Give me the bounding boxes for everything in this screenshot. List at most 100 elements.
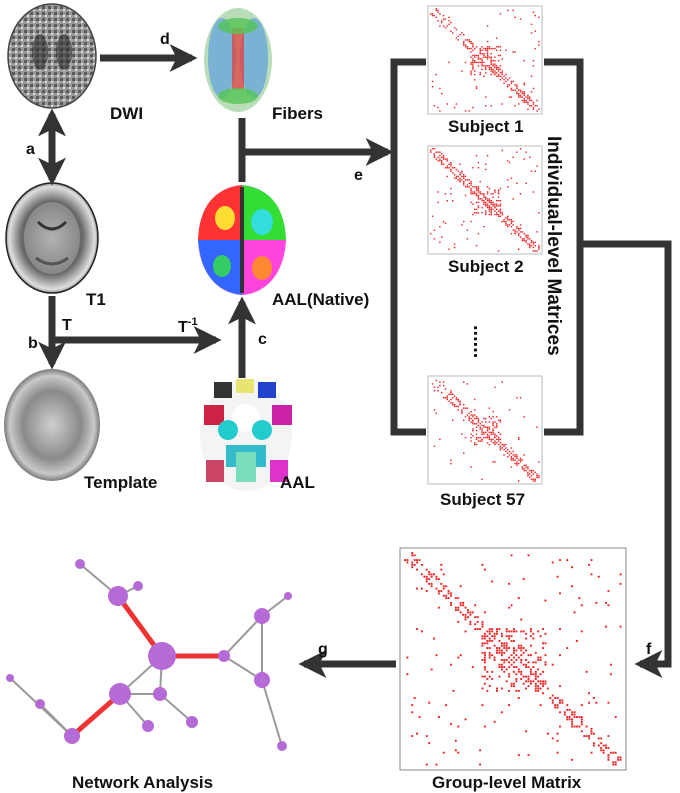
matrix-cell xyxy=(515,654,518,657)
matrix-cell xyxy=(505,217,507,219)
matrix-cell xyxy=(525,632,528,635)
matrix-cell xyxy=(592,742,595,745)
matrix-cell xyxy=(492,60,494,62)
matrix-cell xyxy=(527,475,529,477)
matrix-cell xyxy=(530,91,533,93)
matrix-cell xyxy=(575,725,578,728)
matrix-cell xyxy=(525,182,527,185)
matrix-cell xyxy=(490,200,492,202)
matrix-cell xyxy=(530,241,533,243)
matrix-cell xyxy=(510,635,513,638)
matrix-cell xyxy=(514,232,516,235)
matrix-cell xyxy=(542,692,545,695)
matrix-cell xyxy=(551,701,554,704)
matrix-cell xyxy=(527,473,529,475)
matrix-cell xyxy=(522,663,525,666)
matrix-cell xyxy=(483,682,486,685)
matrix-cell xyxy=(491,630,494,633)
matrix-cell xyxy=(490,203,492,205)
matrix-cell xyxy=(406,656,409,659)
matrix-cell xyxy=(580,716,583,718)
matrix-cell xyxy=(512,457,514,460)
matrix-cell xyxy=(501,213,503,216)
matrix-cell xyxy=(497,431,500,434)
matrix-cell xyxy=(457,656,460,659)
matrix-cell xyxy=(450,459,452,461)
matrix-cell xyxy=(510,457,513,460)
matrix-cell xyxy=(491,678,494,680)
matrix-cell xyxy=(470,433,472,435)
matrix-cell xyxy=(433,390,436,392)
matrix-cell xyxy=(439,158,441,160)
matrix-cell xyxy=(508,689,511,692)
matrix-cell xyxy=(486,647,489,650)
matrix-cell xyxy=(505,647,508,650)
matrix-cell xyxy=(452,689,455,692)
matrix-cell xyxy=(536,476,538,479)
matrix-cell xyxy=(486,191,489,193)
matrix-cell xyxy=(494,433,496,435)
matrix-cell xyxy=(529,680,532,683)
matrix-cell xyxy=(512,80,514,83)
matrix-cell xyxy=(483,632,486,635)
matrix-cell xyxy=(474,212,476,214)
matrix-cell xyxy=(507,186,509,188)
matrix-cell xyxy=(523,469,525,472)
matrix-cell xyxy=(501,381,503,383)
t1-label: T1 xyxy=(86,290,106,309)
matrix-cell xyxy=(474,193,476,195)
matrix-cell xyxy=(420,573,423,576)
matrix-cell xyxy=(488,651,491,654)
step-t-inverse-label: T-1 xyxy=(178,316,198,336)
matrix-cell xyxy=(485,56,487,58)
matrix-cell xyxy=(529,668,532,671)
matrix-cell xyxy=(416,568,419,571)
matrix-cell xyxy=(430,232,432,235)
matrix-cell xyxy=(490,58,492,60)
matrix-cell xyxy=(537,630,540,633)
matrix-cell xyxy=(521,459,524,461)
matrix-cell xyxy=(462,613,465,616)
matrix-cell xyxy=(499,449,502,451)
matrix-cell xyxy=(483,568,486,571)
matrix-cell xyxy=(510,232,513,235)
matrix-cell xyxy=(452,32,454,34)
matrix-cell xyxy=(490,70,492,72)
matrix-cell xyxy=(508,630,511,633)
matrix-cell xyxy=(536,473,538,475)
matrix-cell xyxy=(496,423,498,425)
matrix-cell xyxy=(497,440,500,442)
matrix-cell xyxy=(496,416,498,418)
matrix-cell xyxy=(476,620,479,623)
template-label: Template xyxy=(84,473,157,492)
matrix-cell xyxy=(539,656,542,659)
matrix-cell xyxy=(477,196,480,198)
matrix-cell xyxy=(430,13,432,15)
matrix-cell xyxy=(492,63,494,65)
matrix-cell xyxy=(494,206,496,209)
matrix-cell xyxy=(534,687,537,690)
matrix-cell xyxy=(477,191,480,193)
matrix-cell xyxy=(477,194,480,197)
matrix-cell xyxy=(523,238,525,240)
matrix-cell xyxy=(428,742,431,745)
matrix-cell xyxy=(510,654,513,657)
matrix-cell xyxy=(512,51,514,53)
matrix-cell xyxy=(544,682,547,685)
matrix-cell xyxy=(538,212,540,214)
matrix-cell xyxy=(500,666,503,669)
matrix-cell xyxy=(430,585,433,588)
matrix-cell xyxy=(503,445,505,447)
matrix-cell xyxy=(425,578,428,581)
matrix-cell xyxy=(527,754,530,757)
matrix-cell xyxy=(479,61,481,64)
matrix-cell xyxy=(474,628,477,630)
matrix-cell xyxy=(497,193,500,195)
matrix-cell xyxy=(459,177,461,179)
matrix-cell xyxy=(551,699,554,702)
matrix-cell xyxy=(477,417,480,420)
matrix-cell xyxy=(497,438,500,441)
matrix-cell xyxy=(516,454,518,456)
matrix-cell xyxy=(450,170,452,172)
matrix-cell xyxy=(497,70,500,72)
